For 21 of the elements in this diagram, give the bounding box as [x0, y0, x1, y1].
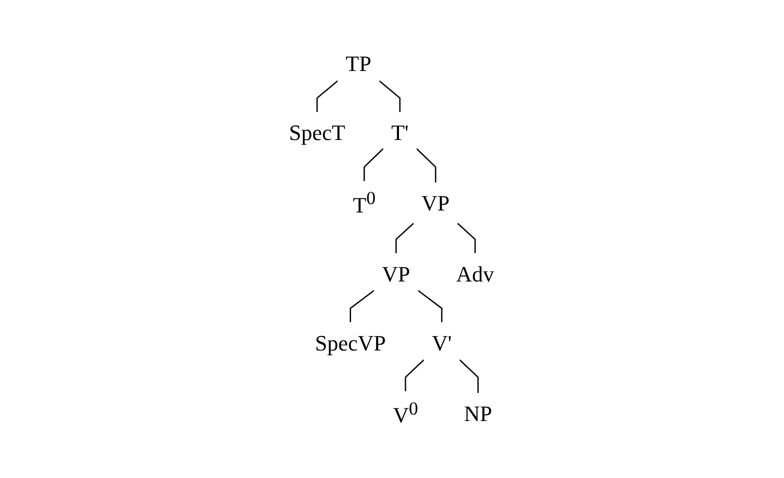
connector	[418, 290, 443, 322]
connector	[364, 148, 384, 181]
connector	[405, 359, 425, 391]
connector	[416, 148, 437, 182]
node-text: T$^{0}$	[353, 188, 376, 217]
node-text: V$^{0}$	[393, 398, 418, 428]
node-text: SpecT	[289, 120, 346, 145]
node-text: V'	[432, 330, 452, 355]
node-text: SpecVP	[315, 330, 386, 355]
connector	[460, 359, 480, 393]
connector	[396, 222, 414, 253]
connector	[316, 80, 339, 112]
node-text: VP	[382, 261, 411, 286]
connector	[458, 222, 476, 253]
node-text: VP	[422, 190, 450, 216]
node-text: T'	[392, 120, 410, 145]
connector	[350, 290, 375, 322]
connector	[379, 80, 402, 112]
node-text: TP	[346, 50, 372, 76]
node-text: NP	[464, 400, 493, 426]
node-text: Adv	[456, 261, 495, 286]
